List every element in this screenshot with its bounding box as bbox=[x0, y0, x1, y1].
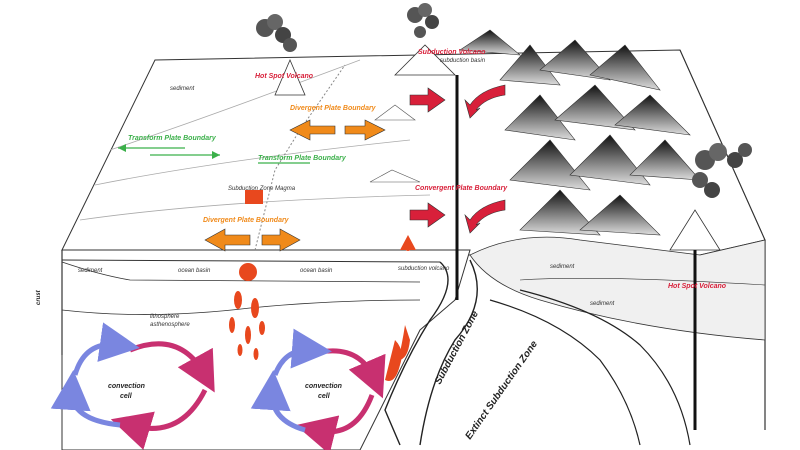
label-subduction-zone-small: Subduction Zone Magma bbox=[228, 186, 296, 192]
smoke-plume-right bbox=[692, 143, 752, 198]
label-sediment-top: sediment bbox=[170, 86, 195, 92]
label-hot-spot-volcano-right: Hot Spot Volcano bbox=[668, 283, 727, 290]
ocean-crust-basin bbox=[61, 261, 421, 283]
ridge-line-2 bbox=[94, 139, 411, 186]
label-convergent: Convergent Plate Boundary bbox=[415, 185, 508, 192]
convection-cell-right bbox=[250, 328, 386, 450]
seamount-2 bbox=[369, 169, 421, 183]
hot-spot-cone-top bbox=[274, 58, 306, 96]
label-subduction-volcano-side: subduction volcano bbox=[398, 266, 450, 272]
continental-layer bbox=[519, 278, 766, 286]
label-transform-left: Transform Plate Boundary bbox=[128, 135, 217, 142]
label-convection-right-2: cell bbox=[318, 393, 331, 400]
label-extinct-subduction-zone: Extinct Subduction Zone bbox=[463, 339, 540, 442]
ocean-crust-top bbox=[61, 259, 441, 263]
label-asthenosphere: asthenosphere bbox=[150, 322, 190, 328]
label-convection-left-2: cell bbox=[120, 393, 133, 400]
subduction-magma bbox=[245, 190, 416, 381]
transform-arrows bbox=[118, 144, 310, 164]
divergent-arrows-top bbox=[289, 119, 386, 141]
label-convection-right-1: convection bbox=[305, 383, 342, 390]
lithosphere-line bbox=[61, 299, 421, 315]
label-subduction-volcano: Subduction Volcano bbox=[418, 49, 486, 56]
label-divergent-top: Divergent Plate Boundary bbox=[290, 105, 377, 112]
label-sediment-lower-right: sediment bbox=[590, 301, 615, 307]
label-hot-spot-volcano-top: Hot Spot Volcano bbox=[255, 73, 314, 80]
label-sediment-left: sediment bbox=[78, 268, 103, 274]
label-transform-center: Transform Plate Boundary bbox=[258, 155, 347, 162]
label-convection-left-1: convection bbox=[108, 383, 145, 390]
label-subduction-zone: Subduction Zone bbox=[433, 309, 481, 387]
label-subduction-basin: subduction basin bbox=[440, 58, 486, 64]
convergent-arrows bbox=[409, 84, 506, 234]
smoke-plume-center bbox=[407, 3, 439, 38]
ridge-line-1 bbox=[109, 59, 361, 151]
mid-ocean-ridge bbox=[254, 64, 346, 251]
seamount-1 bbox=[374, 104, 416, 121]
divergent-arrows-bottom bbox=[204, 228, 301, 252]
front-face bbox=[61, 249, 471, 450]
label-sediment-right: sediment bbox=[550, 264, 575, 270]
mountain-range bbox=[459, 29, 701, 236]
label-ocean-basin-left: ocean basin bbox=[178, 268, 211, 274]
label-lithosphere: lithosphere bbox=[150, 314, 180, 320]
extinct-slab bbox=[489, 289, 691, 446]
label-ocean-basin-right: ocean basin bbox=[300, 268, 333, 274]
ridge-magma bbox=[229, 263, 265, 360]
convection-cell-left bbox=[50, 322, 215, 450]
continental-crust bbox=[469, 236, 766, 341]
subduction-volcano-cone bbox=[394, 44, 456, 76]
label-divergent-bottom: Divergent Plate Boundary bbox=[203, 217, 290, 224]
label-side: crust bbox=[36, 289, 42, 305]
smoke-plume-left bbox=[256, 14, 297, 52]
subducting-slab bbox=[384, 259, 478, 446]
ridge-line-3 bbox=[79, 194, 431, 221]
